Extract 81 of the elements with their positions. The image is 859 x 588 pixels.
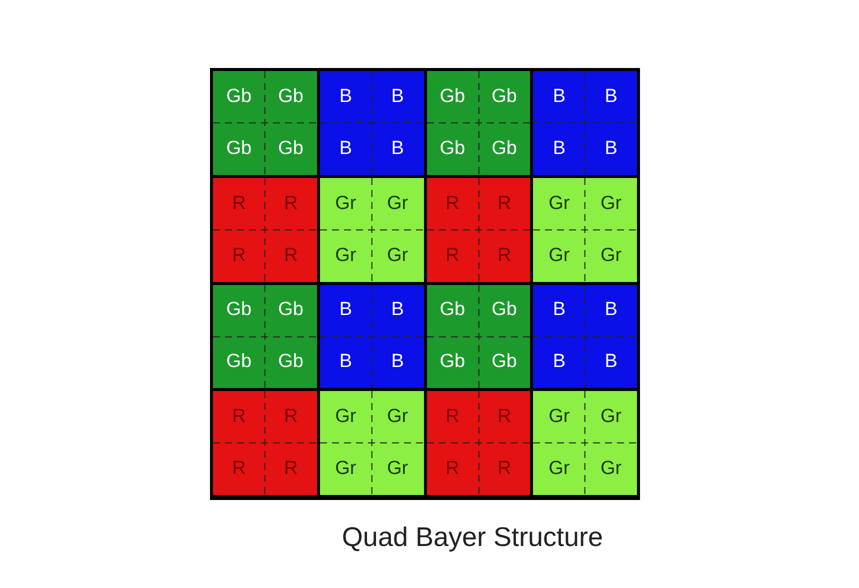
color-filter-block: [320, 178, 424, 282]
filter-label: Gb: [438, 350, 466, 374]
filter-label: B: [390, 298, 405, 322]
filter-label: R: [496, 405, 512, 430]
filter-label: Gb: [490, 136, 518, 161]
filter-label: Gr: [600, 192, 623, 216]
filter-label: Gr: [600, 244, 623, 268]
color-filter-block: [320, 391, 424, 495]
filter-label: B: [552, 84, 567, 109]
filter-label: R: [282, 405, 299, 430]
filter-label: R: [496, 244, 512, 268]
filter-label: Gr: [600, 457, 623, 482]
color-filter-block: [426, 284, 530, 388]
filter-label: R: [231, 457, 247, 482]
filter-label: Gr: [548, 405, 571, 430]
caption: Quad Bayer Structure: [340, 522, 604, 553]
filter-label: Gr: [334, 405, 358, 430]
filter-label: R: [231, 244, 247, 268]
filter-label: Gb: [225, 298, 253, 322]
filter-label: R: [444, 405, 460, 430]
filter-label: R: [444, 244, 460, 268]
filter-label: Gb: [438, 84, 466, 109]
filter-label: R: [444, 457, 460, 482]
color-filter-block: [533, 391, 637, 495]
filter-label: R: [231, 192, 247, 216]
color-filter-block: [426, 178, 530, 282]
color-filter-block: [213, 391, 317, 495]
filter-label: R: [282, 192, 299, 216]
filter-label: Gb: [490, 350, 518, 374]
filter-label: Gb: [438, 298, 466, 322]
filter-label: B: [338, 136, 354, 161]
filter-label: Gr: [334, 192, 358, 216]
filter-label: R: [496, 457, 512, 482]
filter-label: B: [604, 84, 618, 109]
filter-label: Gb: [225, 350, 253, 374]
filter-label: Gb: [277, 84, 304, 109]
color-filter-block: [213, 284, 317, 388]
filter-label: Gr: [600, 405, 623, 430]
filter-label: B: [338, 298, 354, 322]
color-filter-block: [533, 71, 637, 175]
filter-label: B: [552, 298, 567, 322]
filter-label: Gb: [490, 298, 518, 322]
filter-label: R: [496, 192, 512, 216]
filter-label: Gr: [334, 457, 358, 482]
filter-label: B: [338, 350, 354, 374]
filter-label: Gr: [386, 192, 410, 216]
color-filter-block: [213, 178, 317, 282]
filter-label: B: [604, 298, 618, 322]
filter-label: Gb: [490, 84, 518, 109]
color-filter-block: [213, 71, 317, 175]
filter-label: Gb: [438, 136, 466, 161]
filter-label: Gb: [277, 136, 304, 161]
filter-label: R: [231, 405, 247, 430]
filter-label: Gb: [277, 298, 304, 322]
filter-label: B: [390, 136, 405, 161]
filter-label: R: [444, 192, 460, 216]
filter-label: R: [282, 457, 299, 482]
filter-label: Gr: [548, 244, 571, 268]
filter-label: Gr: [386, 405, 410, 430]
filter-label: Gb: [225, 84, 253, 109]
filter-label: B: [338, 84, 354, 109]
filter-label: B: [390, 84, 405, 109]
filter-label: B: [552, 350, 567, 374]
filter-label: Gr: [386, 457, 410, 482]
filter-label: B: [390, 350, 405, 374]
color-filter-block: [426, 71, 530, 175]
filter-label: Gr: [386, 244, 410, 268]
filter-label: Gr: [548, 457, 571, 482]
filter-label: Gb: [225, 136, 253, 161]
color-filter-block: [426, 391, 530, 495]
filter-label: Gb: [277, 350, 304, 374]
filter-label: B: [604, 136, 618, 161]
color-filter-block: [320, 284, 424, 388]
color-filter-block: [533, 178, 637, 282]
color-filter-block: [533, 284, 637, 388]
filter-label: R: [282, 244, 299, 268]
filter-label: Gr: [334, 244, 358, 268]
filter-label: B: [604, 350, 618, 374]
filter-label: B: [552, 136, 567, 161]
color-filter-block: [320, 71, 424, 175]
filter-label: Gr: [548, 192, 571, 216]
